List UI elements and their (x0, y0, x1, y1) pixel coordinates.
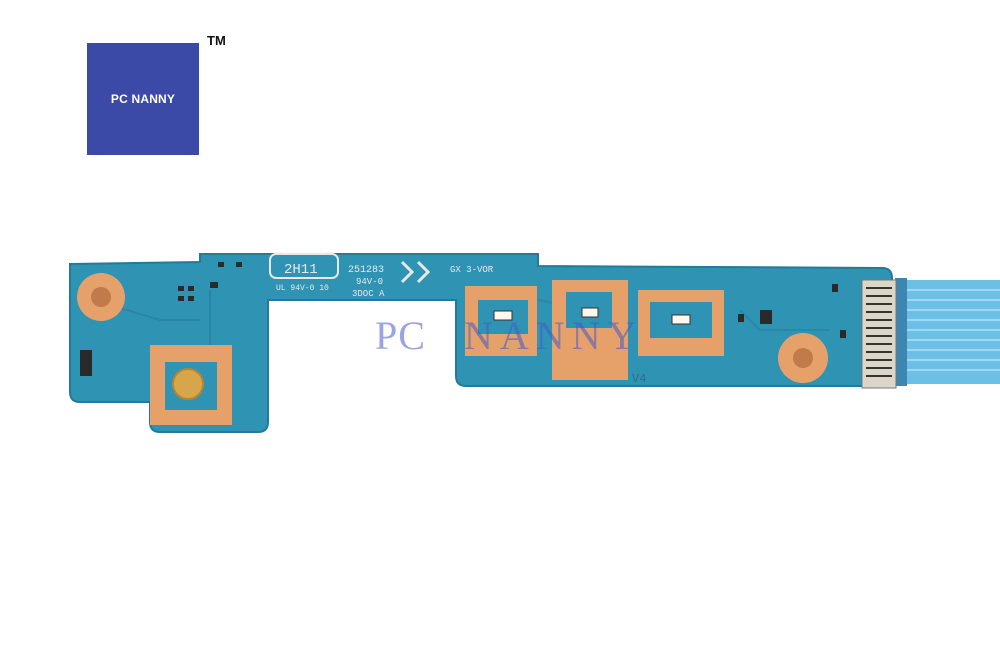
watermark: PC NANNY (375, 312, 643, 359)
logo-text: PC NANNY (110, 92, 176, 106)
recycle-mark-icon (400, 260, 431, 284)
silkscreen: 2H11 UL 94V-0 10 251283 94V-0 3DOC A GX … (269, 253, 646, 386)
trademark-symbol: TM (207, 33, 226, 48)
watermark-word-1: PC (375, 313, 426, 358)
led-3 (638, 290, 724, 356)
silkscreen-rev: GX 3-VOR (450, 265, 494, 275)
flex-connector (861, 279, 897, 389)
silkscreen-marker: V4 (632, 372, 646, 386)
mounting-hole-right (778, 333, 828, 383)
silkscreen-line-1: 3DOC A (352, 289, 385, 299)
brand-logo: PC NANNY (87, 43, 199, 155)
ribbon-cable (895, 278, 1000, 386)
power-button (150, 345, 232, 425)
silkscreen-code: 251283 (348, 265, 384, 276)
mounting-hole-left (77, 273, 125, 321)
silkscreen-label-box: 2H11 (284, 262, 318, 278)
led-1 (465, 286, 537, 356)
led-2 (552, 280, 628, 380)
silkscreen-line-3: UL 94V-0 10 (276, 284, 329, 293)
watermark-word-2: NANNY (463, 313, 644, 358)
silkscreen-line-2: 94V-0 (356, 277, 383, 287)
smd-components (80, 262, 846, 376)
